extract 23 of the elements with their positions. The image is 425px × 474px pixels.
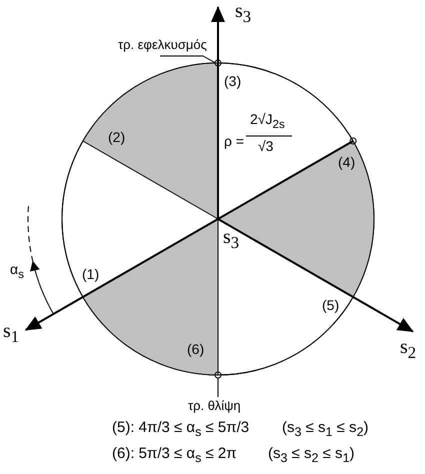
- sector-number: (2): [108, 130, 126, 146]
- formula-text: ρ =: [224, 134, 244, 150]
- formula-text: (6): 5π/3 ≤ α$_{s}$ ≤ 2π: [112, 446, 237, 466]
- axis-label: s$_{2}$: [400, 336, 416, 362]
- formula-text: (5): 4π/3 ≤ α$_{s}$ ≤ 5π/3: [112, 420, 250, 440]
- axis-label: s$_{3}$: [223, 226, 240, 252]
- annotation-text: τρ. εφελκυσμός: [118, 38, 207, 52]
- formula-text: √3: [258, 139, 274, 154]
- formula-text: 2√J$_{2s}$: [250, 112, 285, 132]
- axis-label: s$_{3}$: [235, 0, 252, 26]
- sector-number: (1): [82, 267, 100, 282]
- angle-label: α$_{s}$: [10, 262, 24, 282]
- formula-text: (s$_{3}$ ≤ s$_{2}$ ≤ s$_{1}$): [268, 446, 355, 466]
- point-marker: [214, 372, 222, 378]
- annotation-text: τρ. θλίψη: [188, 399, 241, 414]
- formula-text: (s$_{3}$ ≤ s$_{1}$ ≤ s$_{2}$): [282, 420, 369, 440]
- axis-label: s$_{1}$: [3, 320, 20, 346]
- point-marker: [214, 60, 222, 66]
- sector-number: (6): [187, 342, 204, 358]
- leader-line: [160, 56, 216, 64]
- sector-number: (3): [224, 74, 242, 90]
- sector-number: (5): [322, 298, 340, 314]
- sector-number: (4): [338, 155, 356, 170]
